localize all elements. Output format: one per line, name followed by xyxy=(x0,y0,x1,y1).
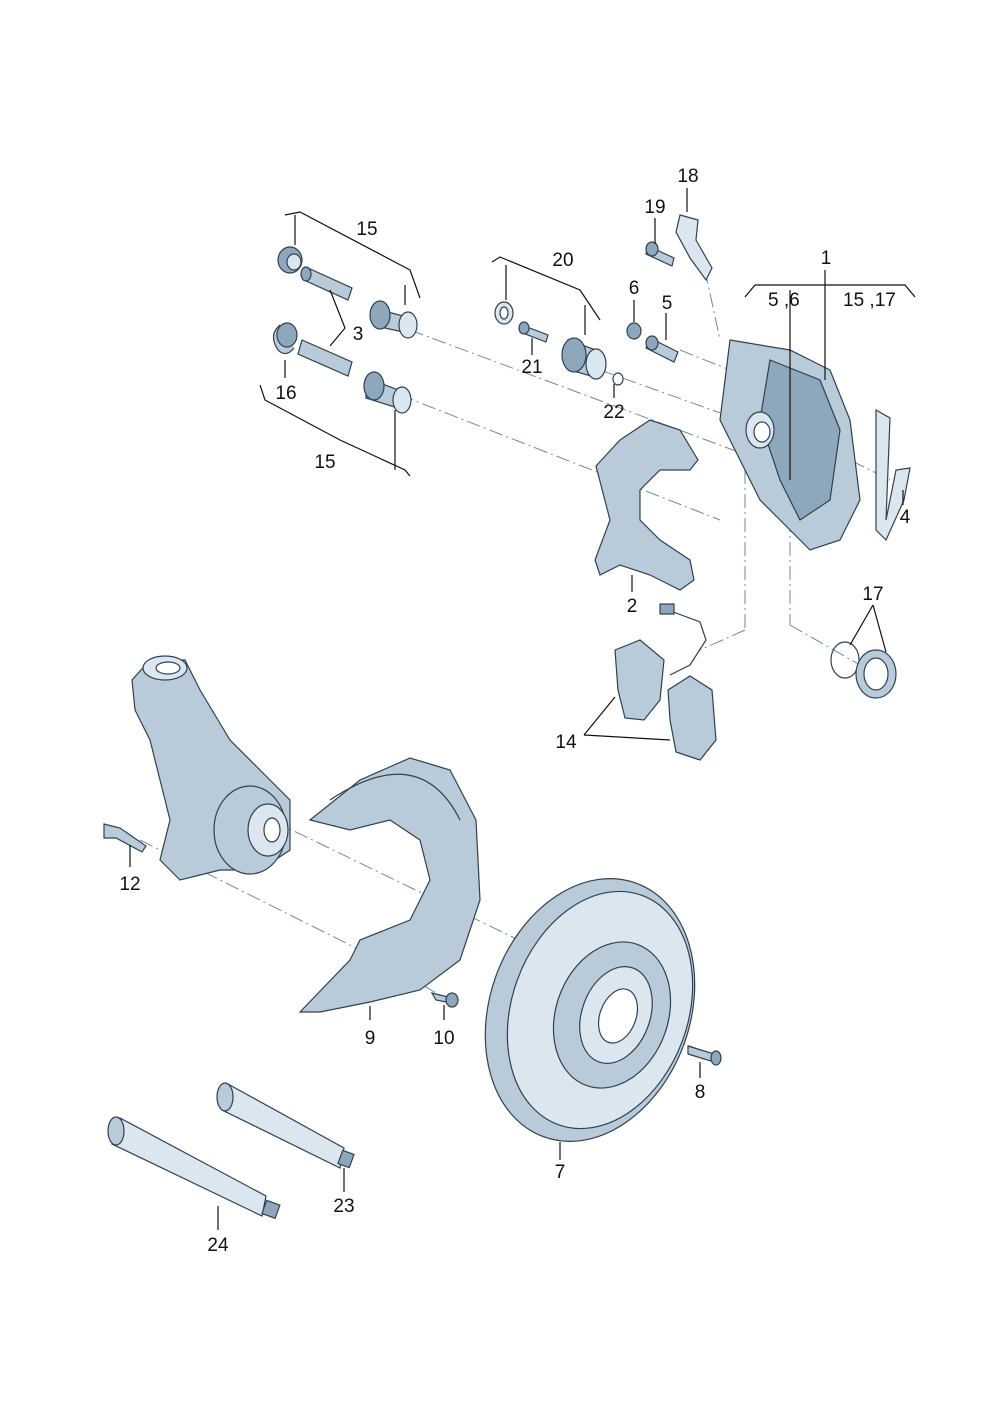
callout-8: 8 xyxy=(695,1082,706,1103)
grease-tube-24 xyxy=(107,1116,281,1220)
callout-21: 21 xyxy=(521,357,542,378)
bleed-valve-and-bracket xyxy=(626,214,713,363)
callout-22: 22 xyxy=(603,402,624,423)
callout-10: 10 xyxy=(433,1028,454,1049)
shield-bolt xyxy=(430,992,459,1008)
callout-23: 23 xyxy=(333,1196,354,1217)
callout-17: 17 xyxy=(862,584,883,605)
brake-pads xyxy=(614,603,717,761)
callout-9: 9 xyxy=(365,1028,376,1049)
callout-1: 1 xyxy=(821,248,832,269)
callout-20: 20 xyxy=(552,250,573,271)
callout-24: 24 xyxy=(207,1235,229,1256)
callout-15-top: 15 xyxy=(356,219,377,240)
callout-2: 2 xyxy=(627,596,638,617)
adjuster-set xyxy=(494,301,624,386)
callout-19: 19 xyxy=(644,197,665,218)
callout-6: 6 xyxy=(629,278,640,299)
disc-screw xyxy=(687,1045,722,1066)
steering-knuckle xyxy=(103,655,291,881)
callout-18: 18 xyxy=(677,166,698,187)
callout-7: 7 xyxy=(555,1162,566,1183)
grease-tube-23 xyxy=(216,1082,355,1169)
callout-labels: 1 5 ,6 15 ,17 2 3 4 5 6 7 8 9 10 12 14 1… xyxy=(119,166,910,1256)
callout-1-sub-a: 5 ,6 xyxy=(768,290,800,311)
callout-12: 12 xyxy=(119,874,140,895)
callout-1-sub-b: 15 ,17 xyxy=(843,290,896,311)
callout-3: 3 xyxy=(353,324,364,345)
brake-carrier xyxy=(594,419,699,591)
callout-5: 5 xyxy=(662,293,673,314)
callout-15-bottom: 15 xyxy=(314,452,335,473)
guide-pin-set-lower xyxy=(272,322,412,414)
callout-4: 4 xyxy=(900,507,911,528)
splash-shield xyxy=(298,757,481,1013)
callout-14: 14 xyxy=(555,732,577,753)
callout-16: 16 xyxy=(275,383,296,404)
guide-pin-set-upper xyxy=(277,246,418,339)
piston-seal-kit xyxy=(830,641,897,699)
brake-disc xyxy=(484,878,696,1142)
leader-lines xyxy=(129,188,916,1230)
brake-caliper xyxy=(719,339,911,551)
